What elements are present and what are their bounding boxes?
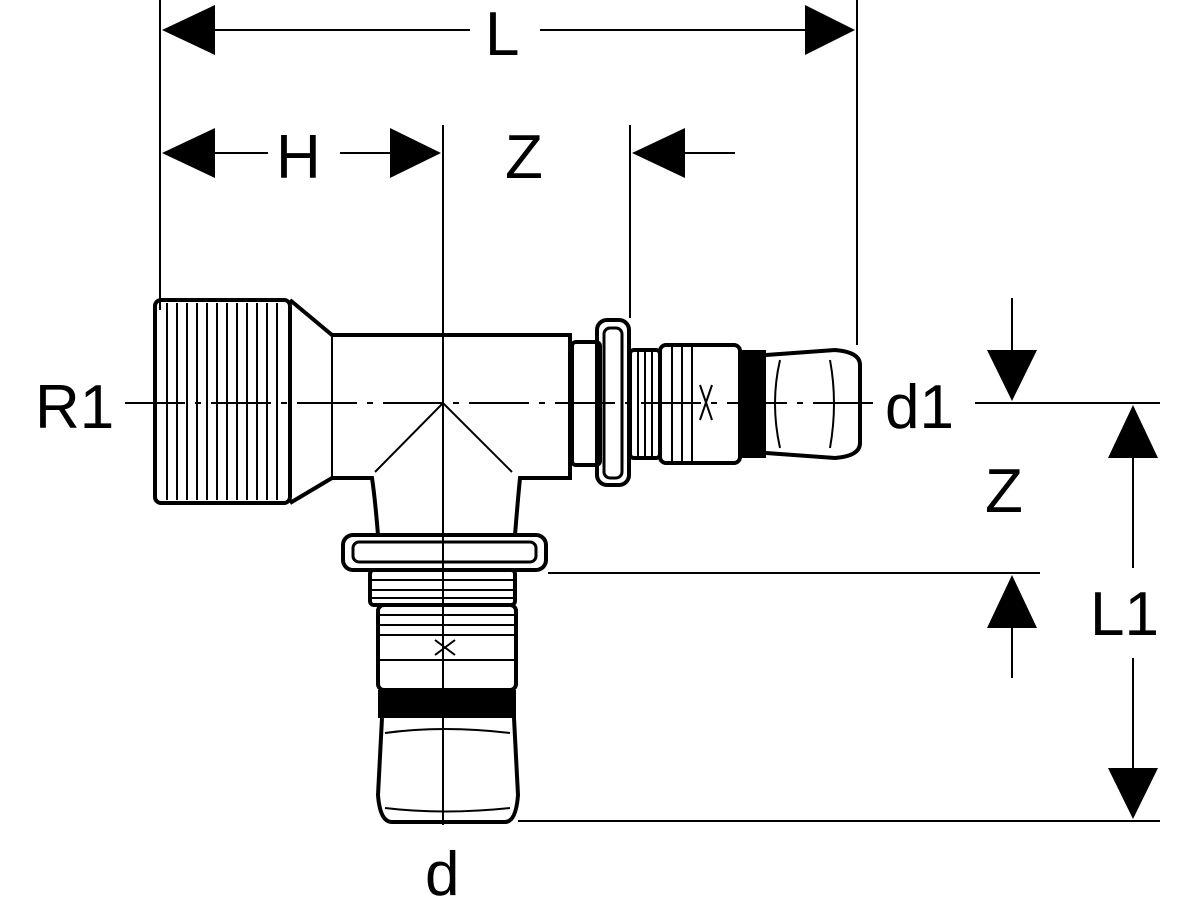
- arrowhead-left: [162, 5, 215, 55]
- press-connector-d: d: [341, 533, 548, 900]
- pipe-end-d1: [765, 347, 862, 461]
- pipe-end-d: [375, 717, 521, 824]
- collar: [570, 340, 602, 467]
- label-R1: R1: [35, 373, 114, 442]
- dimension-L1: L1: [518, 402, 1160, 822]
- label-L: L: [485, 0, 519, 69]
- flow-junction-lines: [374, 401, 513, 473]
- ring-flange: [341, 533, 548, 572]
- arrowhead-down: [1108, 768, 1158, 819]
- arrowhead-right: [390, 128, 441, 178]
- arrowhead-up: [1108, 405, 1158, 458]
- seal-ring: [378, 690, 516, 718]
- seal-ring: [740, 350, 766, 458]
- arrowhead-down: [987, 350, 1037, 401]
- label-d1: d1: [885, 373, 954, 442]
- press-sleeve: [376, 603, 518, 692]
- label-d: d: [425, 840, 459, 900]
- dimension-Z-top: Z: [505, 123, 735, 318]
- dimension-L: L: [159, 0, 858, 345]
- label-L1: L1: [1090, 580, 1159, 649]
- label-Z-right: Z: [985, 457, 1023, 526]
- thread-end-r1: [153, 298, 292, 505]
- label-Z-top: Z: [505, 123, 543, 192]
- label-H: H: [276, 123, 321, 192]
- arrowhead-left: [632, 128, 685, 178]
- fitting-body: [153, 298, 572, 537]
- dimension-H: H: [162, 123, 444, 825]
- thread-hatching: [166, 303, 278, 500]
- knurl-lines: [372, 579, 513, 599]
- press-connector-d1: d1: [570, 318, 954, 487]
- arrowhead-right: [805, 5, 855, 55]
- dimension-Z-right: Z: [548, 298, 1040, 678]
- arrowhead-left: [162, 128, 215, 178]
- arrowhead-up: [987, 575, 1037, 628]
- knurl-lines: [637, 352, 653, 456]
